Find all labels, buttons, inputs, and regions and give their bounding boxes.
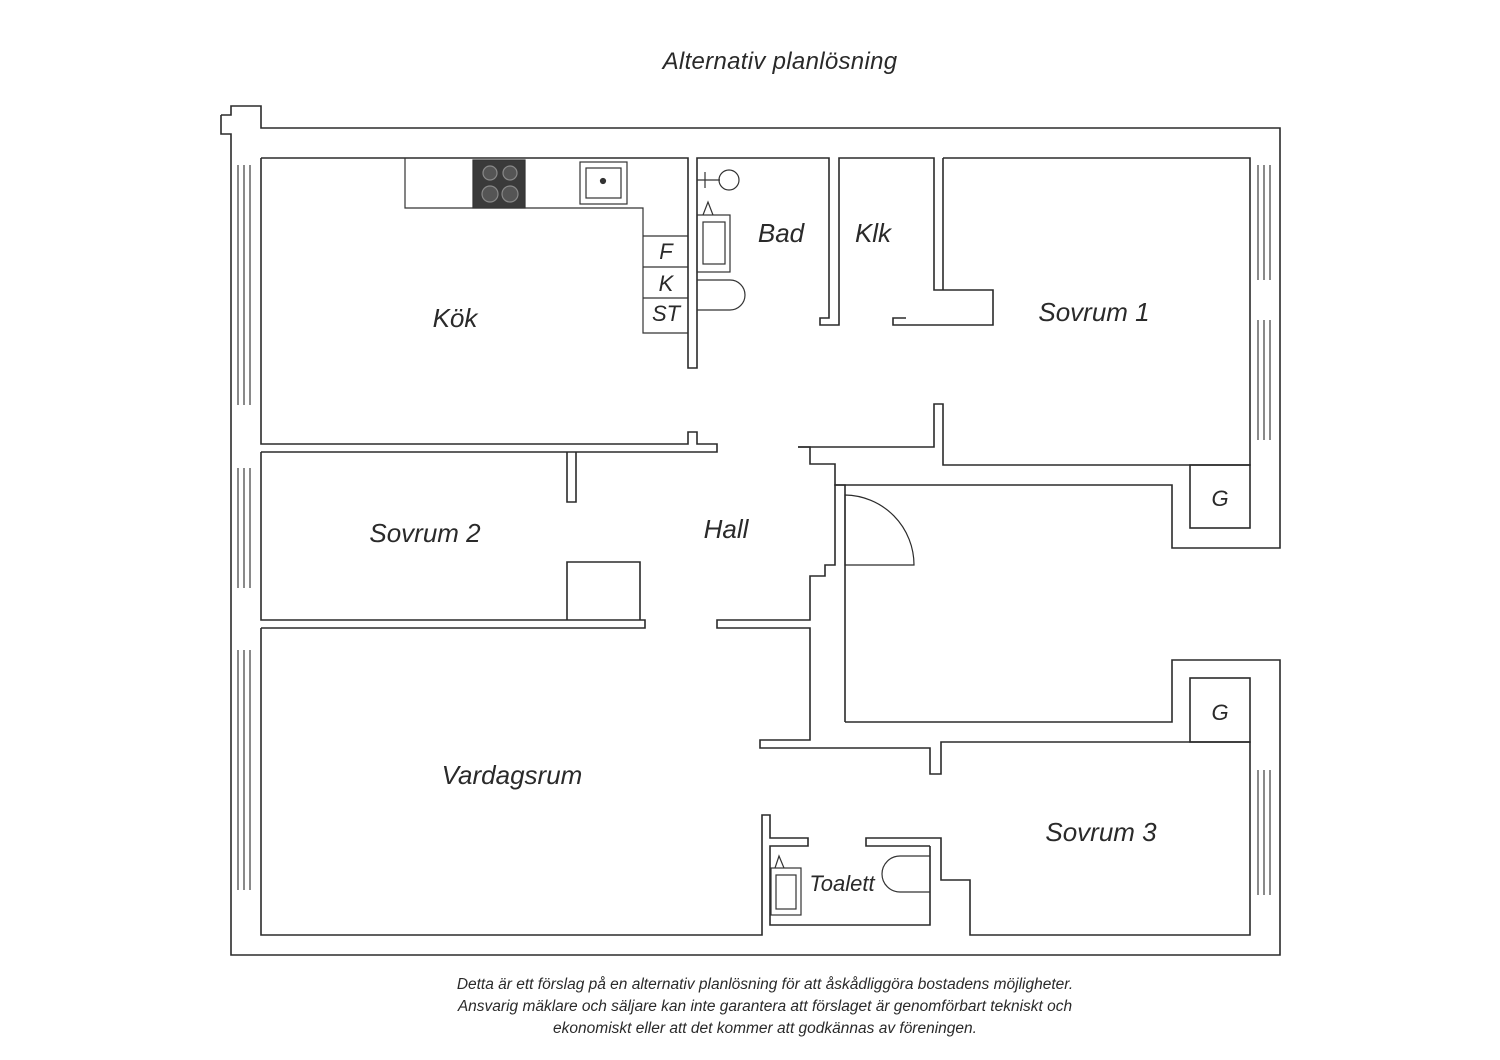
kitchen-unit-freezer: K <box>659 271 675 296</box>
shower-pipe <box>697 172 720 188</box>
closet-label-g-upper: G <box>1211 486 1228 511</box>
kitchen-bath-walls <box>261 157 994 369</box>
closet-label-g-lower: G <box>1211 700 1228 725</box>
kitchen-fittings <box>404 158 688 334</box>
bath-sink <box>696 214 731 273</box>
bath-tap <box>702 200 714 216</box>
room-label-kok: Kök <box>433 303 480 333</box>
sovrum2-stub <box>566 452 577 503</box>
room-label-bad: Bad <box>758 218 806 248</box>
wc-tap <box>774 854 785 869</box>
room-label-toalett: Toalett <box>809 871 875 896</box>
bath-toilet <box>697 279 746 311</box>
disclaimer-line: Ansvarig mäklare och säljare kan inte ga… <box>457 998 1073 1015</box>
kitchen-unit-dividers <box>643 235 688 299</box>
wc-toilet <box>881 855 930 893</box>
closet-g-lower <box>1189 677 1251 743</box>
sovrum2-closet <box>566 561 641 620</box>
entrance-door <box>844 494 915 566</box>
outer-wall-top <box>221 105 1281 549</box>
windows <box>237 165 1271 895</box>
outer-wall-bottom <box>220 115 1281 956</box>
walls <box>220 105 1281 956</box>
room-label-sovrum3: Sovrum 3 <box>1045 817 1157 847</box>
room-label-sovrum1: Sovrum 1 <box>1038 297 1149 327</box>
room-label-vardagsrum: Vardagsrum <box>442 760 583 790</box>
room-label-sovrum2: Sovrum 2 <box>369 518 481 548</box>
hall-right-wall-lower <box>716 484 1251 936</box>
kitchen-bottom-wall <box>260 158 718 453</box>
wc-sink <box>770 867 802 916</box>
vardagsrum-walls <box>260 628 931 936</box>
disclaimer: Detta är ett förslag på en alternativ pl… <box>0 974 1500 1040</box>
shower-head <box>718 169 740 191</box>
kitchen-counter <box>404 158 688 334</box>
hall-right-wall-upper <box>798 446 846 722</box>
room-label-klk: Klk <box>855 218 893 248</box>
disclaimer-line: Detta är ett förslag på en alternativ pl… <box>456 976 1074 993</box>
kitchen-unit-fridge: F <box>659 239 674 264</box>
plan-title: Alternativ planlösning <box>662 48 898 75</box>
sovrum1-walls <box>798 157 1251 466</box>
disclaimer-line: ekonomiskt eller att det kommer att godk… <box>553 1020 977 1037</box>
bathroom-fittings <box>696 169 746 311</box>
closet-g-upper <box>1189 464 1251 529</box>
kitchen-unit-cabinet: ST <box>652 301 682 326</box>
room-label-hall: Hall <box>704 514 750 544</box>
sovrum2-walls <box>260 452 646 629</box>
toilet-fittings <box>770 854 930 916</box>
kitchen-sink <box>579 161 628 205</box>
stove <box>472 159 526 209</box>
